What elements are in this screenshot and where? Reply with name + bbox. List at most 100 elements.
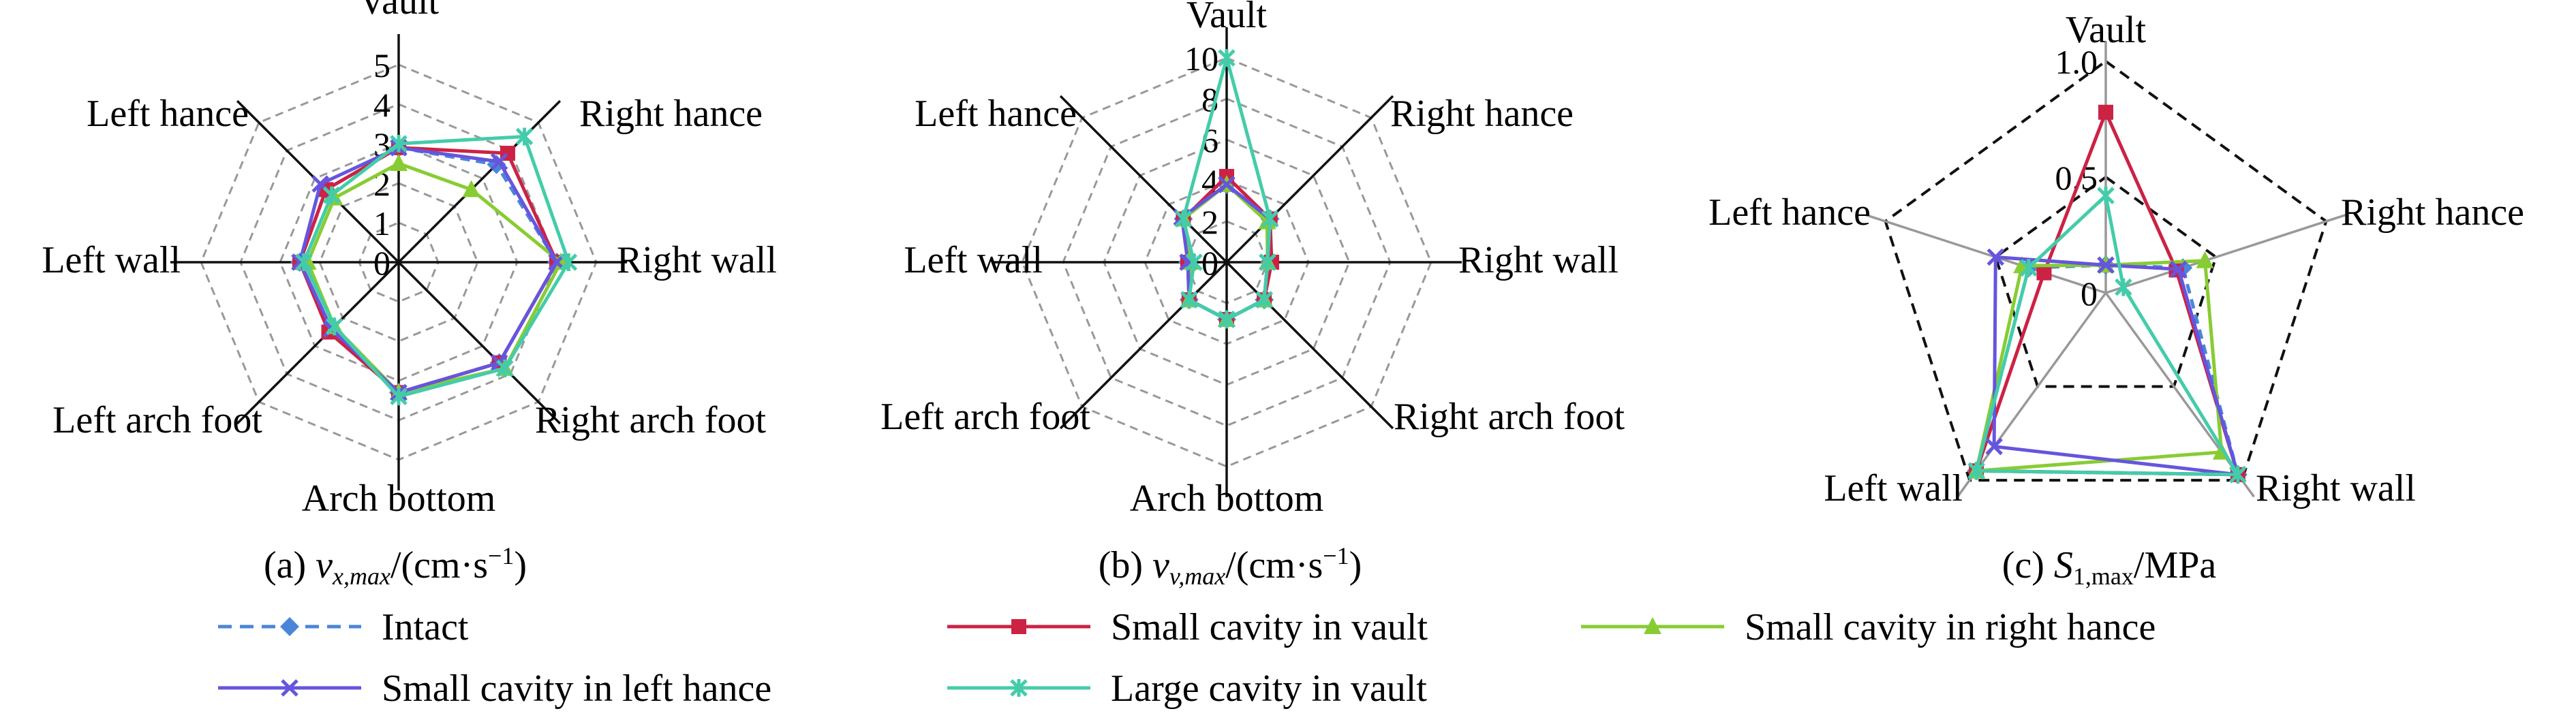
legend-item: Small cavity in left hance (218, 667, 771, 710)
series-line (1974, 192, 2241, 477)
series-line (1974, 259, 2224, 473)
tick-label: 10 (1184, 40, 1218, 78)
axis-label: Right hance (579, 93, 763, 135)
axis-spoke (2105, 213, 2346, 294)
data-point-marker (322, 186, 341, 204)
legend-label: Large cavity in vault (1111, 667, 1427, 710)
legend-marker (280, 617, 299, 636)
caption-a: (a) vx,max/(cm·s−1) (264, 542, 527, 590)
grid-ring (1884, 59, 2328, 482)
axis-spoke (1059, 95, 1228, 264)
data-point-marker (325, 317, 343, 336)
axis-spoke (1059, 261, 1228, 430)
caption-b: (b) vv,max/(cm·s−1) (1099, 542, 1362, 590)
data-point-marker (1174, 210, 1193, 228)
axis-label: Right wall (1458, 239, 1619, 281)
tick-label: 0 (1201, 244, 1218, 282)
axis-label: Left hance (1708, 191, 1871, 234)
data-point-marker (390, 154, 408, 171)
data-point-marker (1967, 462, 1985, 480)
data-point-marker (2097, 187, 2115, 205)
axis-spoke (1225, 261, 1394, 430)
data-point-marker (1261, 210, 1279, 228)
grid-ring (318, 182, 479, 343)
axis-label: Left wall (42, 239, 181, 281)
tick-label: 2 (1201, 203, 1218, 241)
data-point-marker (1180, 291, 1198, 309)
legend-label: Small cavity in vault (1111, 606, 1428, 648)
axis-label: Left wall (1824, 467, 1963, 509)
legend-item: Intact (218, 606, 469, 648)
legend-marker (1011, 619, 1026, 634)
axis-label: Left hance (87, 93, 249, 135)
data-point-marker (2097, 256, 2115, 274)
series-line (305, 161, 563, 395)
tick-label: 0 (2081, 274, 2098, 313)
data-point-marker (2115, 278, 2132, 296)
data-point-marker (390, 135, 408, 153)
grid-ring (1021, 57, 1432, 468)
axis-label: Right wall (2256, 467, 2416, 509)
axis-label: Left hance (915, 93, 1077, 135)
legend-marker (1010, 679, 1028, 697)
legend-label: Small cavity in right hance (1745, 606, 2156, 648)
legend-item: Small cavity in vault (947, 606, 1428, 648)
data-point-marker (2098, 104, 2113, 120)
legend-item: Small cavity in right hance (1581, 606, 2156, 648)
data-point-marker (2229, 465, 2247, 484)
legend-label: Small cavity in left hance (382, 667, 771, 710)
data-point-marker (496, 359, 514, 377)
data-point-marker (1218, 49, 1236, 67)
grid-ring (279, 142, 519, 382)
axis-label: Vault (2066, 9, 2147, 51)
axis-label: Right hance (2341, 191, 2524, 234)
axis-label: Left arch foot (880, 396, 1090, 438)
data-point-marker (1985, 437, 2003, 456)
axis-label: Arch bottom (302, 477, 496, 520)
axis-label: Arch bottom (1130, 477, 1324, 520)
data-point-marker (559, 253, 578, 271)
data-point-marker (515, 127, 534, 146)
data-point-marker (390, 388, 408, 406)
tick-label: 5 (373, 46, 390, 84)
legend-marker (281, 679, 298, 697)
grid-ring (1062, 97, 1392, 427)
data-point-marker (1185, 253, 1203, 271)
axis-spoke (236, 261, 400, 425)
tick-label: 0 (373, 244, 390, 282)
data-point-marker (295, 253, 313, 271)
axis-label: Right wall (617, 239, 777, 281)
caption-c: (c) S1,max/MPa (2002, 544, 2217, 590)
axis-label: Right arch foot (1394, 396, 1625, 438)
data-point-marker (490, 153, 508, 171)
series-line (1992, 255, 2241, 477)
axis-spoke (1865, 213, 2106, 294)
axis-label: Vault (1186, 0, 1268, 36)
data-point-marker (1255, 291, 1273, 309)
axis-label: Left arch foot (52, 399, 262, 441)
axis-spoke (397, 99, 562, 264)
axis-label: Right hance (1390, 93, 1574, 135)
axis-spoke (1225, 95, 1394, 264)
data-point-marker (2169, 260, 2188, 279)
data-point-marker (1218, 176, 1236, 193)
data-point-marker (1987, 248, 2005, 266)
axis-spoke (397, 261, 562, 425)
tick-label: 1 (373, 204, 390, 242)
grid-ring (1993, 175, 2218, 388)
tick-label: 4 (373, 86, 390, 124)
data-point-marker (2036, 265, 2052, 281)
axis-label: Left wall (904, 239, 1043, 281)
axis-label: Vault (358, 0, 440, 22)
legend-marker (1644, 617, 1661, 634)
legend-label: Intact (382, 606, 469, 648)
data-point-marker (2196, 251, 2214, 268)
data-point-marker (462, 180, 480, 198)
tick-label: 1.0 (2055, 43, 2098, 81)
data-point-marker (2020, 259, 2038, 277)
